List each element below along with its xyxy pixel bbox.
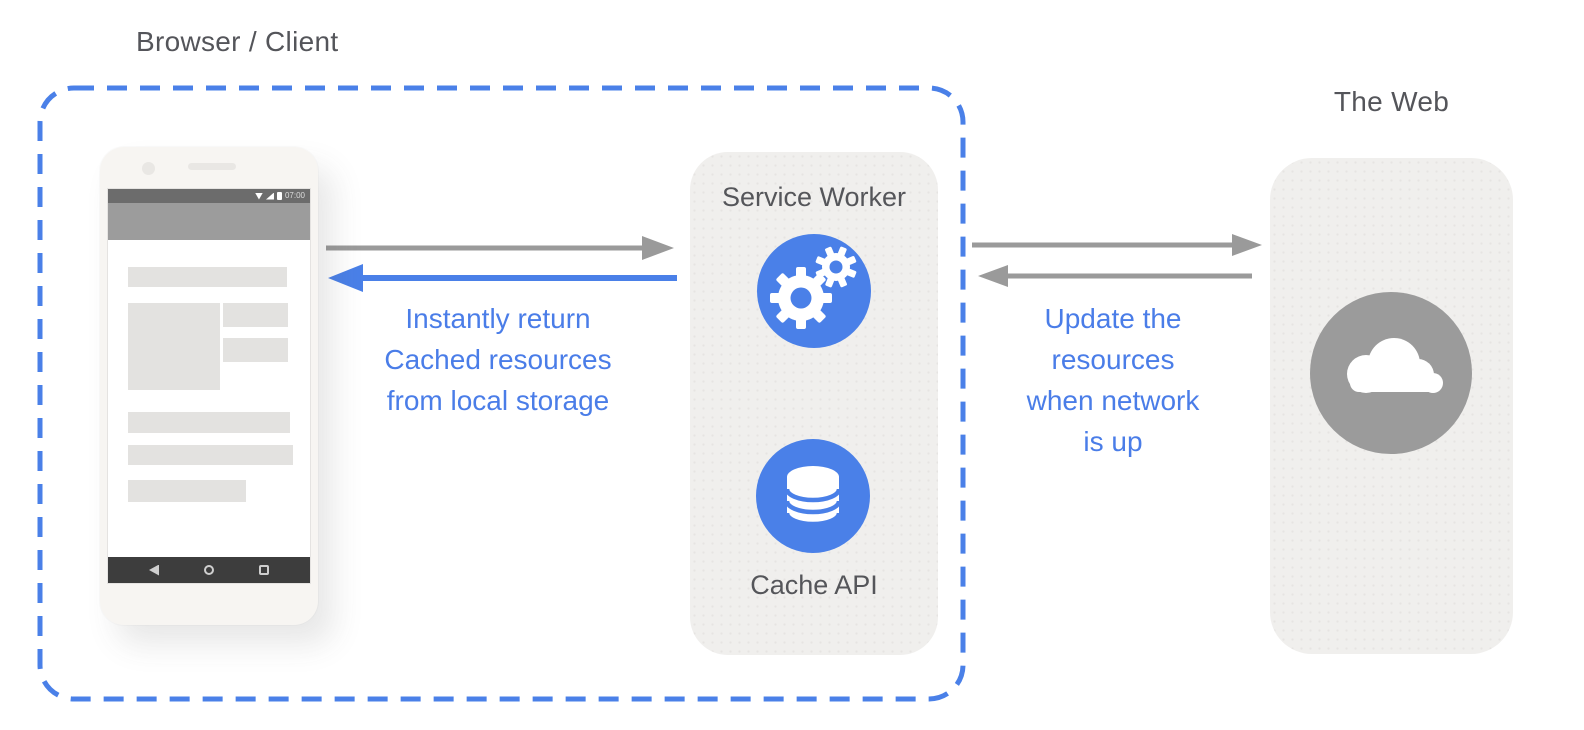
- gears-icon: [770, 246, 857, 329]
- caption-line: is up: [1083, 426, 1143, 457]
- recents-icon: [259, 565, 269, 575]
- content-placeholder: [128, 445, 293, 465]
- home-icon: [204, 565, 214, 575]
- caption-line: Instantly return: [405, 303, 591, 334]
- phone-app-bar: [108, 203, 310, 240]
- caption-line: resources: [1051, 344, 1175, 375]
- battery-icon: [276, 192, 282, 200]
- signal-icon: [265, 192, 274, 200]
- phone-nav-bar: [108, 557, 310, 583]
- caption-line: Update the: [1044, 303, 1182, 334]
- cloud-icon: [1347, 338, 1443, 393]
- status-time: 07:00: [284, 191, 305, 200]
- back-icon: [149, 564, 159, 576]
- phone-screen: 07:00: [108, 189, 310, 583]
- request-arrow-right: [326, 236, 674, 260]
- phone-camera: [142, 162, 155, 175]
- database-icon: [784, 466, 842, 527]
- caption-line: when network: [1026, 385, 1200, 416]
- service-worker-badge: [757, 234, 871, 348]
- network-request-arrow-right: [972, 234, 1262, 256]
- the-web-title: The Web: [1333, 86, 1450, 117]
- cached-response-caption: Instantly return Cached resources from l…: [350, 298, 646, 421]
- phone-status-bar: 07:00: [108, 189, 310, 203]
- content-placeholder: [128, 480, 246, 502]
- caption-line: Cached resources: [384, 344, 612, 375]
- the-web-badge: [1310, 292, 1472, 454]
- cache-api-label: Cache API: [750, 570, 878, 600]
- cached-response-arrow-left: [328, 264, 677, 292]
- content-placeholder: [128, 303, 220, 390]
- content-placeholder: [128, 412, 290, 433]
- service-worker-panel: Service Worker: [690, 152, 938, 655]
- network-update-caption: Update the resources when network is up: [990, 298, 1236, 462]
- content-placeholder: [128, 267, 287, 287]
- browser-client-title: Browser / Client: [136, 26, 339, 57]
- content-placeholder: [223, 303, 288, 327]
- service-worker-label: Service Worker: [721, 182, 907, 212]
- network-response-arrow-left: [978, 265, 1252, 287]
- the-web-panel: [1270, 158, 1513, 654]
- phone-mockup: 07:00: [100, 147, 318, 625]
- wifi-icon: [254, 192, 263, 200]
- cache-api-badge: [756, 439, 870, 553]
- content-placeholder: [223, 338, 288, 362]
- phone-speaker: [188, 163, 236, 170]
- caption-line: from local storage: [386, 385, 610, 416]
